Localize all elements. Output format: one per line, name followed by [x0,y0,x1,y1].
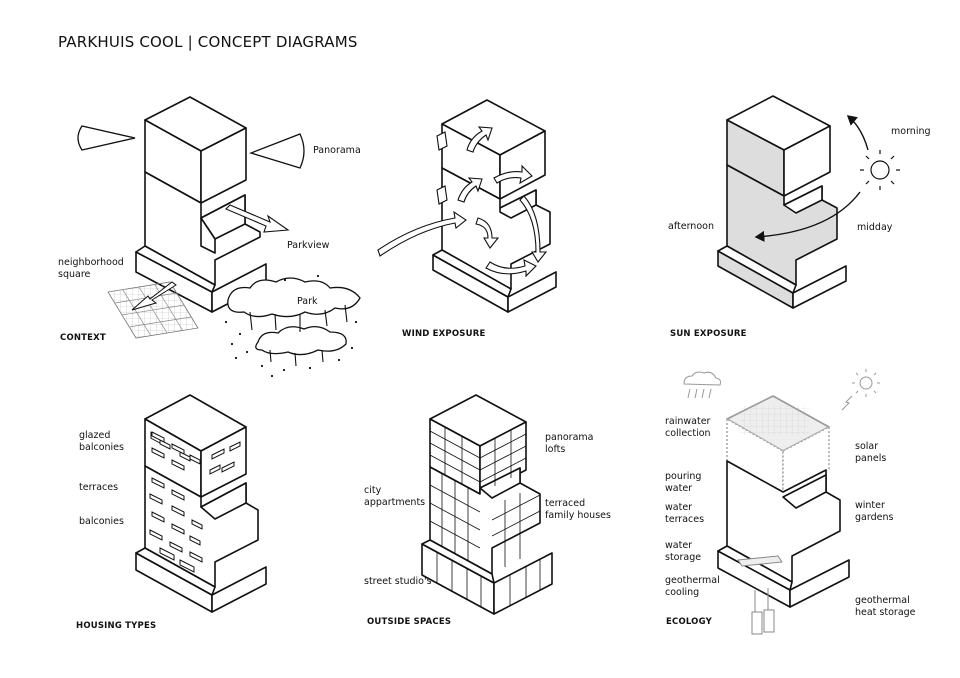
label-balconies: balconies [79,516,124,528]
caption-outside: OUTSIDE SPACES [367,617,451,627]
panorama-cone-left [78,126,135,150]
label-geothermal-heat-storage: geothermal heat storage [855,595,916,619]
label-geothermal-cooling: geothermal cooling [665,575,720,599]
outside-building [422,395,552,614]
caption-housing: HOUSING TYPES [76,621,156,631]
label-neighborhood-square: neighborhood square [58,257,124,281]
label-rainwater-collection: rainwater collection [665,416,711,440]
housing-building [136,395,266,612]
caption-ecology: ECOLOGY [666,617,712,627]
label-park: Park [297,296,318,308]
sun-icon [860,150,900,190]
caption-wind: WIND EXPOSURE [402,329,485,339]
label-terraced-family-houses: terraced family houses [545,498,611,522]
label-pouring-water: pouring water [665,471,701,495]
label-city-apartments: city appartments [364,485,425,509]
park-trees [228,278,360,355]
label-midday: midday [857,222,892,234]
solar-panels-grid [740,405,810,435]
label-morning: morning [891,126,931,138]
label-glazed-balconies: glazed balconies [79,430,124,454]
label-afternoon: afternoon [668,221,714,233]
context-building [136,97,266,312]
sun-building [718,96,846,308]
label-parkview: Parkview [287,240,329,252]
cloud-rain-icon [684,372,721,398]
caption-context: CONTEXT [60,333,106,343]
label-water-storage: water storage [665,540,701,564]
label-solar-panels: solar panels [855,441,886,465]
caption-sun: SUN EXPOSURE [670,329,747,339]
label-panorama: Panorama [313,145,361,157]
label-winter-gardens: winter gardens [855,500,893,524]
sun-path-morning-arrow [848,116,868,150]
label-panorama-lofts: panorama lofts [545,432,594,456]
label-terraces: terraces [79,482,118,494]
label-water-terraces: water terraces [665,502,704,526]
wind-building [433,100,556,312]
label-street-studios: street studio's [364,576,432,588]
panorama-cone-right [251,134,304,168]
small-sun-icon [842,369,880,410]
